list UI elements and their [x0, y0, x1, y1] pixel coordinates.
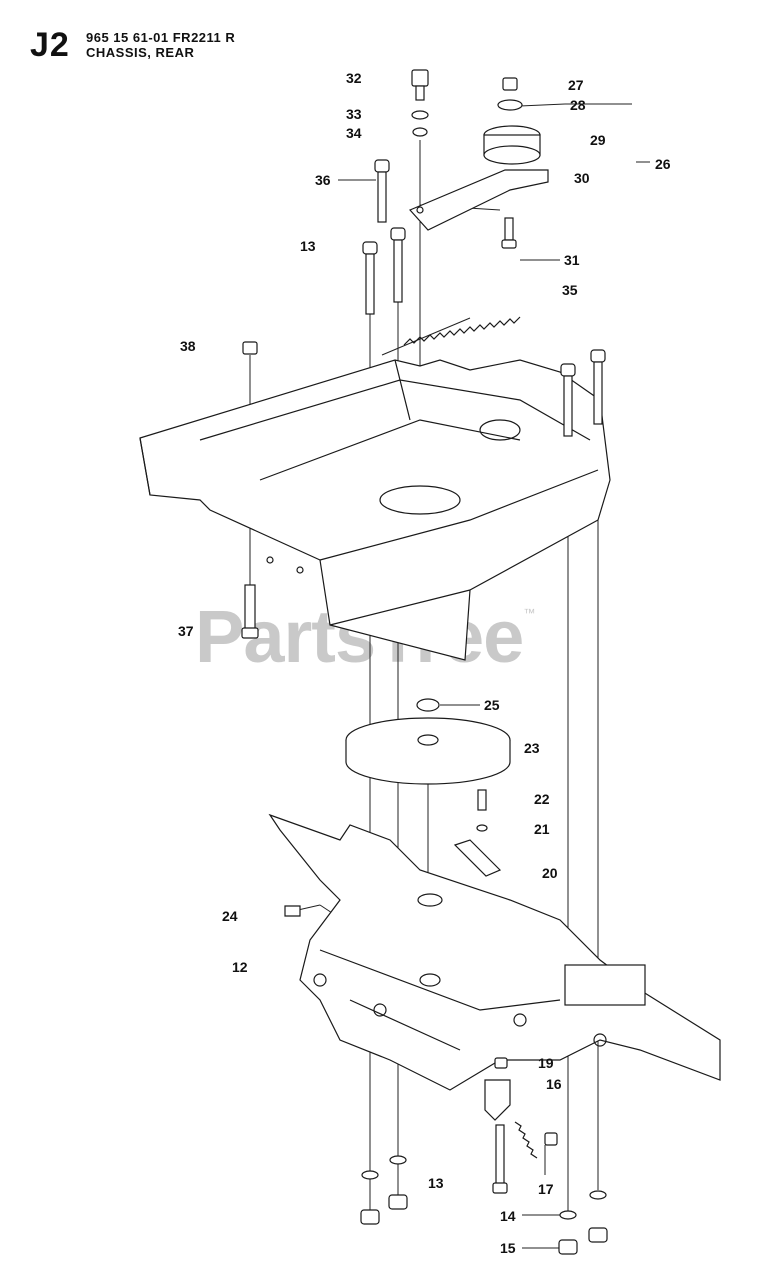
- section-title: CHASSIS, REAR: [86, 45, 195, 60]
- callout-31: 31: [564, 252, 580, 268]
- nut-38: [242, 341, 258, 355]
- callout-22: 22: [534, 791, 550, 807]
- part-number-line: 965 15 61-01 FR2211 R: [86, 30, 236, 45]
- key-24: [284, 905, 301, 917]
- chassis-frame: [139, 359, 611, 661]
- bolts-17: [492, 1121, 558, 1194]
- bolt-32: [411, 69, 429, 137]
- callout-30: 30: [574, 170, 590, 186]
- bolt-37: [241, 584, 259, 639]
- bolts-13-top: [362, 227, 406, 315]
- spring-35: [403, 316, 521, 346]
- leader-lines: [297, 103, 650, 1249]
- callout-34: 34: [346, 125, 362, 141]
- callout-20: 20: [542, 865, 558, 881]
- callout-36: 36: [315, 172, 331, 188]
- right-bolts-top: [560, 349, 606, 437]
- callout-15: 15: [500, 1240, 516, 1256]
- callout-16: 16: [546, 1076, 562, 1092]
- callout-14: 14: [500, 1208, 516, 1224]
- bolt-36: [374, 159, 390, 223]
- bracket-16: [484, 1079, 511, 1121]
- callout-37: 37: [178, 623, 194, 639]
- bottom-hardware: [360, 1155, 608, 1255]
- callout-24: 24: [222, 908, 238, 924]
- drive-pulley-23: [345, 717, 511, 785]
- watermark-trademark: ™: [523, 606, 535, 620]
- section-code: J2: [30, 26, 70, 64]
- callout-19: 19: [538, 1055, 554, 1071]
- callout-23: 23: [524, 740, 540, 756]
- plate-20: [453, 839, 502, 877]
- nut-19: [494, 1057, 508, 1069]
- callout-28: 28: [570, 97, 586, 113]
- callout-38: 38: [180, 338, 196, 354]
- bolt-22: [476, 789, 488, 832]
- callout-27: 27: [568, 77, 584, 93]
- callout-25: 25: [484, 697, 500, 713]
- bolt-31: [501, 217, 517, 249]
- callout-13-bottom: 13: [428, 1175, 444, 1191]
- callout-21: 21: [534, 821, 550, 837]
- callout-17: 17: [538, 1181, 554, 1197]
- idler-arm: [408, 169, 549, 231]
- callout-13-top: 13: [300, 238, 316, 254]
- callout-26: 26: [655, 156, 671, 172]
- callout-12: 12: [232, 959, 248, 975]
- callout-32: 32: [346, 70, 362, 86]
- clip-25: [416, 698, 440, 712]
- callout-35: 35: [562, 282, 578, 298]
- callout-29: 29: [590, 132, 606, 148]
- idler-pulley-group: [483, 77, 541, 165]
- callout-33: 33: [346, 106, 362, 122]
- transaxle-12: [268, 813, 721, 1091]
